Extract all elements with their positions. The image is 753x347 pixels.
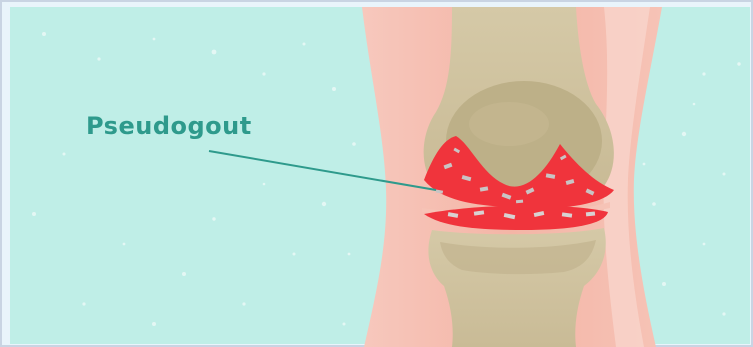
knee-joint-illustration [4,4,753,347]
patella-shade [469,102,549,146]
pseudogout-label: Pseudogout [86,112,252,140]
